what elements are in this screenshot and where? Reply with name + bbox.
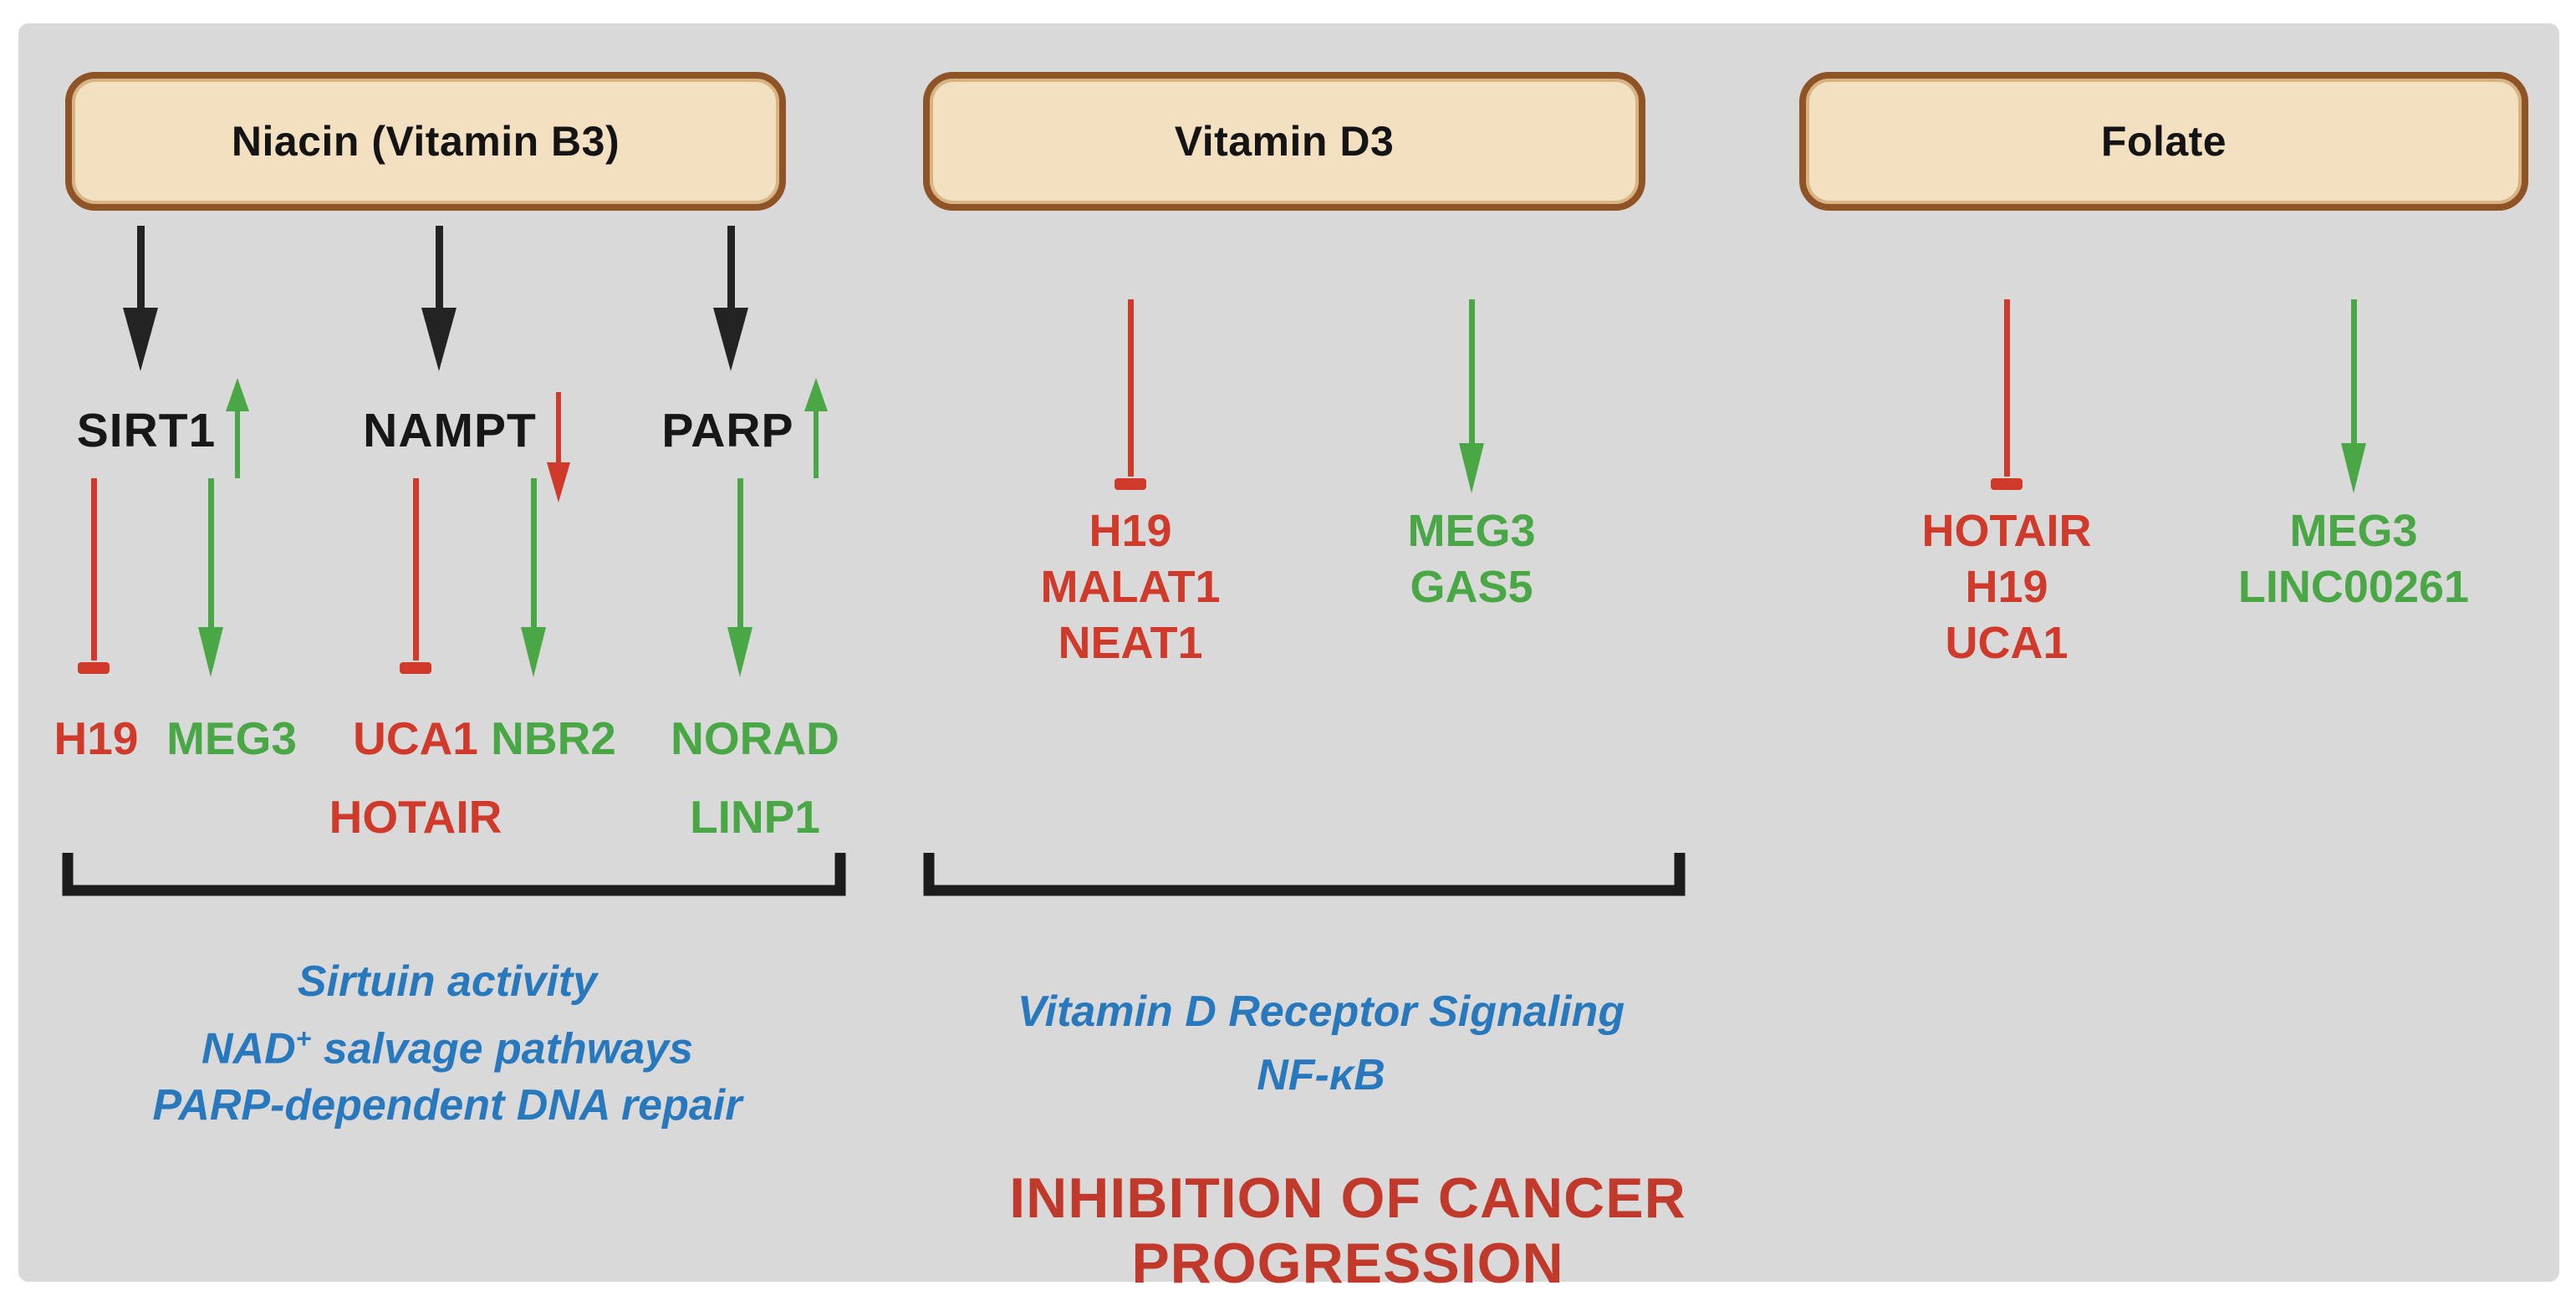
inhibition-tbar-icon	[1991, 299, 2023, 490]
suppressed-lncrna-list: HOTAIR H19 UCA1	[1873, 503, 2140, 671]
lncrna-label: NORAD	[671, 712, 839, 764]
up-arrow-icon	[521, 478, 546, 677]
vitamin-box-d3: Vitamin D3	[923, 72, 1645, 211]
lncrna-label: NBR2	[491, 712, 616, 764]
lncrna-label: UCA1	[1945, 618, 2068, 668]
lncrna-label: MEG3	[2289, 506, 2418, 556]
pathway-line: PARP-dependent DNA repair	[152, 1081, 742, 1130]
upregulated-lncrna-list: MEG3 GAS5	[1338, 503, 1605, 615]
mediator-parp: PARP	[652, 378, 840, 478]
upregulated-lncrna-list: MEG3 LINC00261	[2178, 503, 2529, 615]
mediator-nampt-label: NAMPT	[363, 404, 537, 457]
pathway-line: NF-κB	[1257, 1051, 1385, 1099]
pathway-line: Vitamin D Receptor Signaling	[1017, 987, 1625, 1036]
lncrna-label: H19	[1089, 506, 1172, 556]
up-arrow-icon	[2341, 299, 2366, 493]
inhibition-tbar-icon	[78, 478, 110, 674]
mediator-nampt: NAMPT	[347, 392, 589, 502]
down-arrow-icon	[713, 226, 748, 371]
lncrna-column: MEG3	[140, 699, 324, 778]
lncrna-label: GAS5	[1410, 562, 1533, 612]
vitamin-box-folate-label: Folate	[2100, 118, 2227, 165]
lncrna-label: H19	[54, 712, 139, 764]
lncrna-label: MEG3	[1407, 506, 1536, 556]
lncrna-column: NBR2	[462, 699, 645, 778]
lncrna-label: MEG3	[166, 712, 297, 764]
mediator-sirt1-label: SIRT1	[76, 404, 217, 457]
mediator-parp-label: PARP	[661, 404, 794, 457]
inhibition-tbar-icon	[1115, 299, 1146, 490]
lncrna-label: HOTAIR	[1921, 506, 2092, 556]
vitamin-d3-pathways-text: Vitamin D Receptor Signaling NF-κB	[987, 980, 1655, 1107]
footer-title: INHIBITION OF CANCER PROGRESSION	[1009, 1166, 1686, 1295]
lncrna-column: NORAD LINP1	[663, 699, 847, 856]
vitamin-box-d3-label: Vitamin D3	[1174, 118, 1395, 165]
inhibition-tbar-icon	[400, 478, 431, 674]
up-arrow-icon	[727, 478, 752, 677]
pathway-line: Sirtuin activity	[297, 957, 598, 1006]
vitamin-box-niacin-label: Niacin (Vitamin B3)	[231, 118, 620, 165]
lncrna-label: HOTAIR	[329, 791, 502, 843]
vitamin-box-folate: Folate	[1799, 72, 2528, 211]
up-trend-icon	[226, 378, 250, 478]
lncrna-label: LINC00261	[2237, 562, 2470, 612]
lncrna-label: UCA1	[353, 712, 478, 764]
lncrna-label: MALAT1	[1040, 562, 1221, 612]
mediator-sirt1: SIRT1	[60, 378, 269, 478]
bracket-icon	[62, 853, 846, 896]
pathway-line: NAD+ salvage pathways	[201, 1023, 694, 1074]
niacin-pathways-text: Sirtuin activity NAD+ salvage pathways P…	[113, 953, 782, 1134]
bracket-icon	[923, 853, 1686, 896]
suppressed-lncrna-list: H19 MALAT1 NEAT1	[997, 503, 1264, 671]
up-arrow-icon	[198, 478, 223, 677]
lncrna-column: UCA1 HOTAIR	[324, 699, 508, 856]
up-arrow-icon	[1459, 299, 1484, 493]
lncrna-label: H19	[1965, 562, 2048, 612]
vitamin-box-niacin: Niacin (Vitamin B3)	[65, 72, 786, 211]
down-arrow-icon	[123, 226, 158, 371]
lncrna-label: LINP1	[690, 791, 820, 843]
down-arrow-icon	[421, 226, 457, 371]
down-trend-icon	[546, 392, 570, 502]
up-trend-icon	[803, 378, 828, 478]
lncrna-column: H19	[4, 699, 188, 778]
lncrna-label: NEAT1	[1058, 618, 1203, 668]
